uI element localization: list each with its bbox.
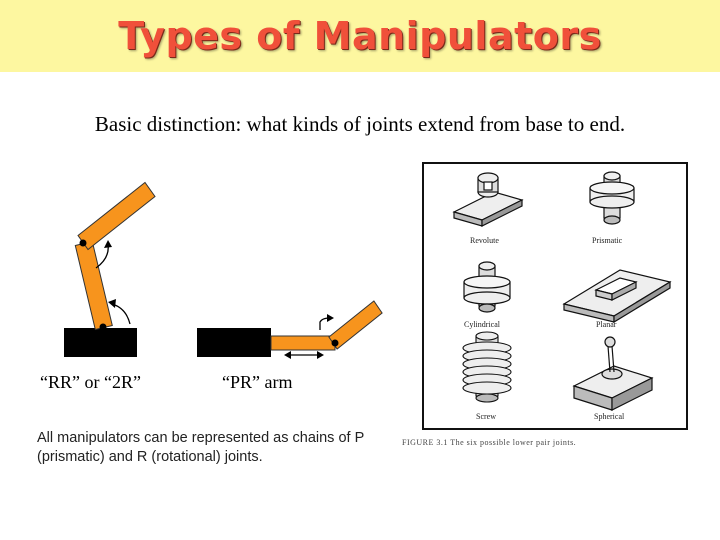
pr-base bbox=[197, 328, 271, 357]
prismatic-label: Prismatic bbox=[592, 236, 623, 245]
rr-arrowhead-base bbox=[108, 299, 116, 308]
pr-arrowhead-rotation bbox=[327, 314, 334, 322]
rr-link-2 bbox=[77, 181, 156, 251]
planar-joint-illustration bbox=[562, 269, 672, 324]
title-bar bbox=[0, 0, 720, 72]
pr-prismatic-link bbox=[270, 335, 336, 351]
joint-illustrations bbox=[452, 171, 672, 411]
spherical-joint-illustration bbox=[572, 336, 654, 411]
screw-joint-illustration bbox=[462, 331, 512, 403]
pr-joint bbox=[331, 339, 339, 347]
slide-title: Types of Manipulators bbox=[118, 14, 602, 58]
spherical-label: Spherical bbox=[594, 412, 625, 421]
rr-base bbox=[64, 328, 137, 357]
figure-caption: FIGURE 3.1 The six possible lower pair j… bbox=[402, 438, 577, 447]
rr-joint-base bbox=[99, 323, 107, 331]
pr-arrowhead-left bbox=[284, 351, 291, 359]
note-text: All manipulators can be represented as c… bbox=[37, 430, 364, 465]
revolute-label: Revolute bbox=[470, 236, 499, 245]
screw-label: Screw bbox=[476, 412, 496, 421]
pr-arm bbox=[197, 300, 383, 359]
pr-caption: “PR” arm bbox=[222, 372, 293, 392]
prismatic-joint-illustration bbox=[589, 171, 635, 225]
slide-subtitle: Basic distinction: what kinds of joints … bbox=[94, 112, 626, 136]
planar-label: Planar bbox=[596, 320, 617, 329]
pr-arrowhead-right bbox=[317, 351, 324, 359]
rr-arm bbox=[64, 181, 156, 357]
rr-caption: “RR” or “2R” bbox=[40, 372, 141, 392]
cylindrical-label: Cylindrical bbox=[464, 320, 500, 329]
cylindrical-joint-illustration bbox=[463, 261, 511, 313]
revolute-joint-illustration bbox=[452, 172, 524, 227]
rr-arrowhead-elbow bbox=[104, 240, 112, 248]
lower-pair-joints-figure: Revolute Prismatic Cylindrical Planar Sc… bbox=[422, 162, 688, 430]
rr-joint-elbow bbox=[79, 239, 87, 247]
